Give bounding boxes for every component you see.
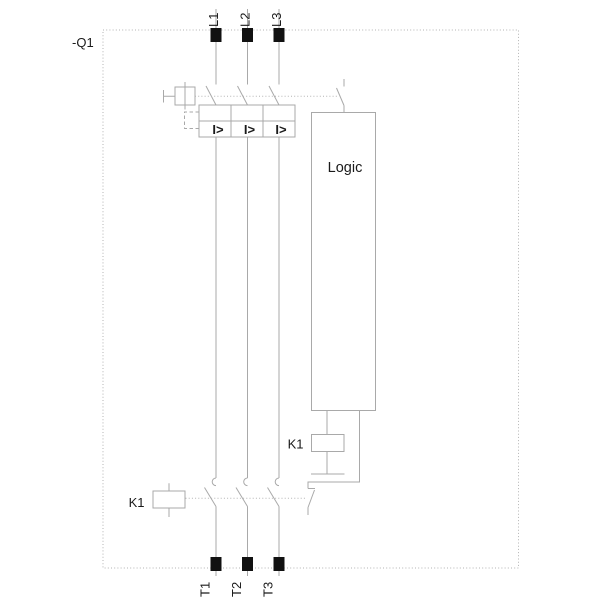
terminal-mark-l1 — [210, 28, 222, 42]
aux-contact-upper — [336, 79, 345, 113]
aux-contact-blade — [307, 489, 315, 508]
coil-symbol — [152, 490, 186, 509]
breaker-contact-blade — [205, 85, 217, 106]
terminal-label-t1: T1 — [198, 582, 213, 597]
manual-operator-icon — [163, 82, 199, 129]
terminal-label-l3: L3 — [269, 13, 284, 27]
contactor-fixed-contact-arc — [243, 477, 248, 487]
main-contact-blade — [204, 487, 217, 507]
pole-l3-t3: L3 T3 — [261, 9, 288, 597]
terminal-mark-t1 — [210, 557, 222, 571]
terminal-mark-l2 — [242, 28, 253, 42]
terminal-label-l1: L1 — [206, 13, 221, 27]
terminal-mark-t2 — [242, 557, 253, 571]
contactor-fixed-contact-arc — [211, 477, 217, 487]
logic-box-outline — [311, 112, 376, 411]
relay-coil-lower: K1 — [129, 483, 186, 517]
main-contact-blade — [267, 487, 280, 507]
relay-coil-upper: K1 — [288, 410, 345, 475]
relay-label-lower: K1 — [129, 495, 145, 510]
pole-l2-t2: L2 T2 — [229, 9, 257, 597]
overcurrent-trip-label-2: I> — [244, 122, 256, 137]
terminal-label-t3: T3 — [261, 582, 276, 597]
logic-block: Logic — [311, 112, 376, 411]
coil-symbol — [311, 434, 345, 452]
trip-linkage-dashed — [184, 111, 199, 129]
aux-contact-blade — [336, 87, 345, 106]
feedback-conductor — [307, 410, 360, 489]
terminal-mark-t3 — [273, 557, 285, 571]
device-label: -Q1 — [72, 35, 94, 50]
terminal-mark-l3 — [273, 28, 285, 42]
pole-l1-t1: L1 T1 — [198, 9, 225, 597]
aux-contact-lower — [307, 410, 360, 515]
logic-label: Logic — [328, 160, 363, 176]
overcurrent-trip-label-3: I> — [275, 122, 287, 137]
breaker-contact-blade — [237, 85, 248, 106]
overcurrent-trip-label-1: I> — [212, 122, 224, 137]
enclosure-border — [102, 29, 519, 569]
contactor-fixed-contact-arc — [274, 477, 280, 487]
breaker-contact-blade — [268, 85, 280, 106]
terminal-label-l2: L2 — [238, 13, 253, 27]
main-contact-blade — [235, 487, 248, 507]
relay-label-upper: K1 — [288, 437, 304, 452]
terminal-label-t2: T2 — [229, 582, 244, 597]
trip-unit-box: I> I> I> — [198, 104, 296, 138]
